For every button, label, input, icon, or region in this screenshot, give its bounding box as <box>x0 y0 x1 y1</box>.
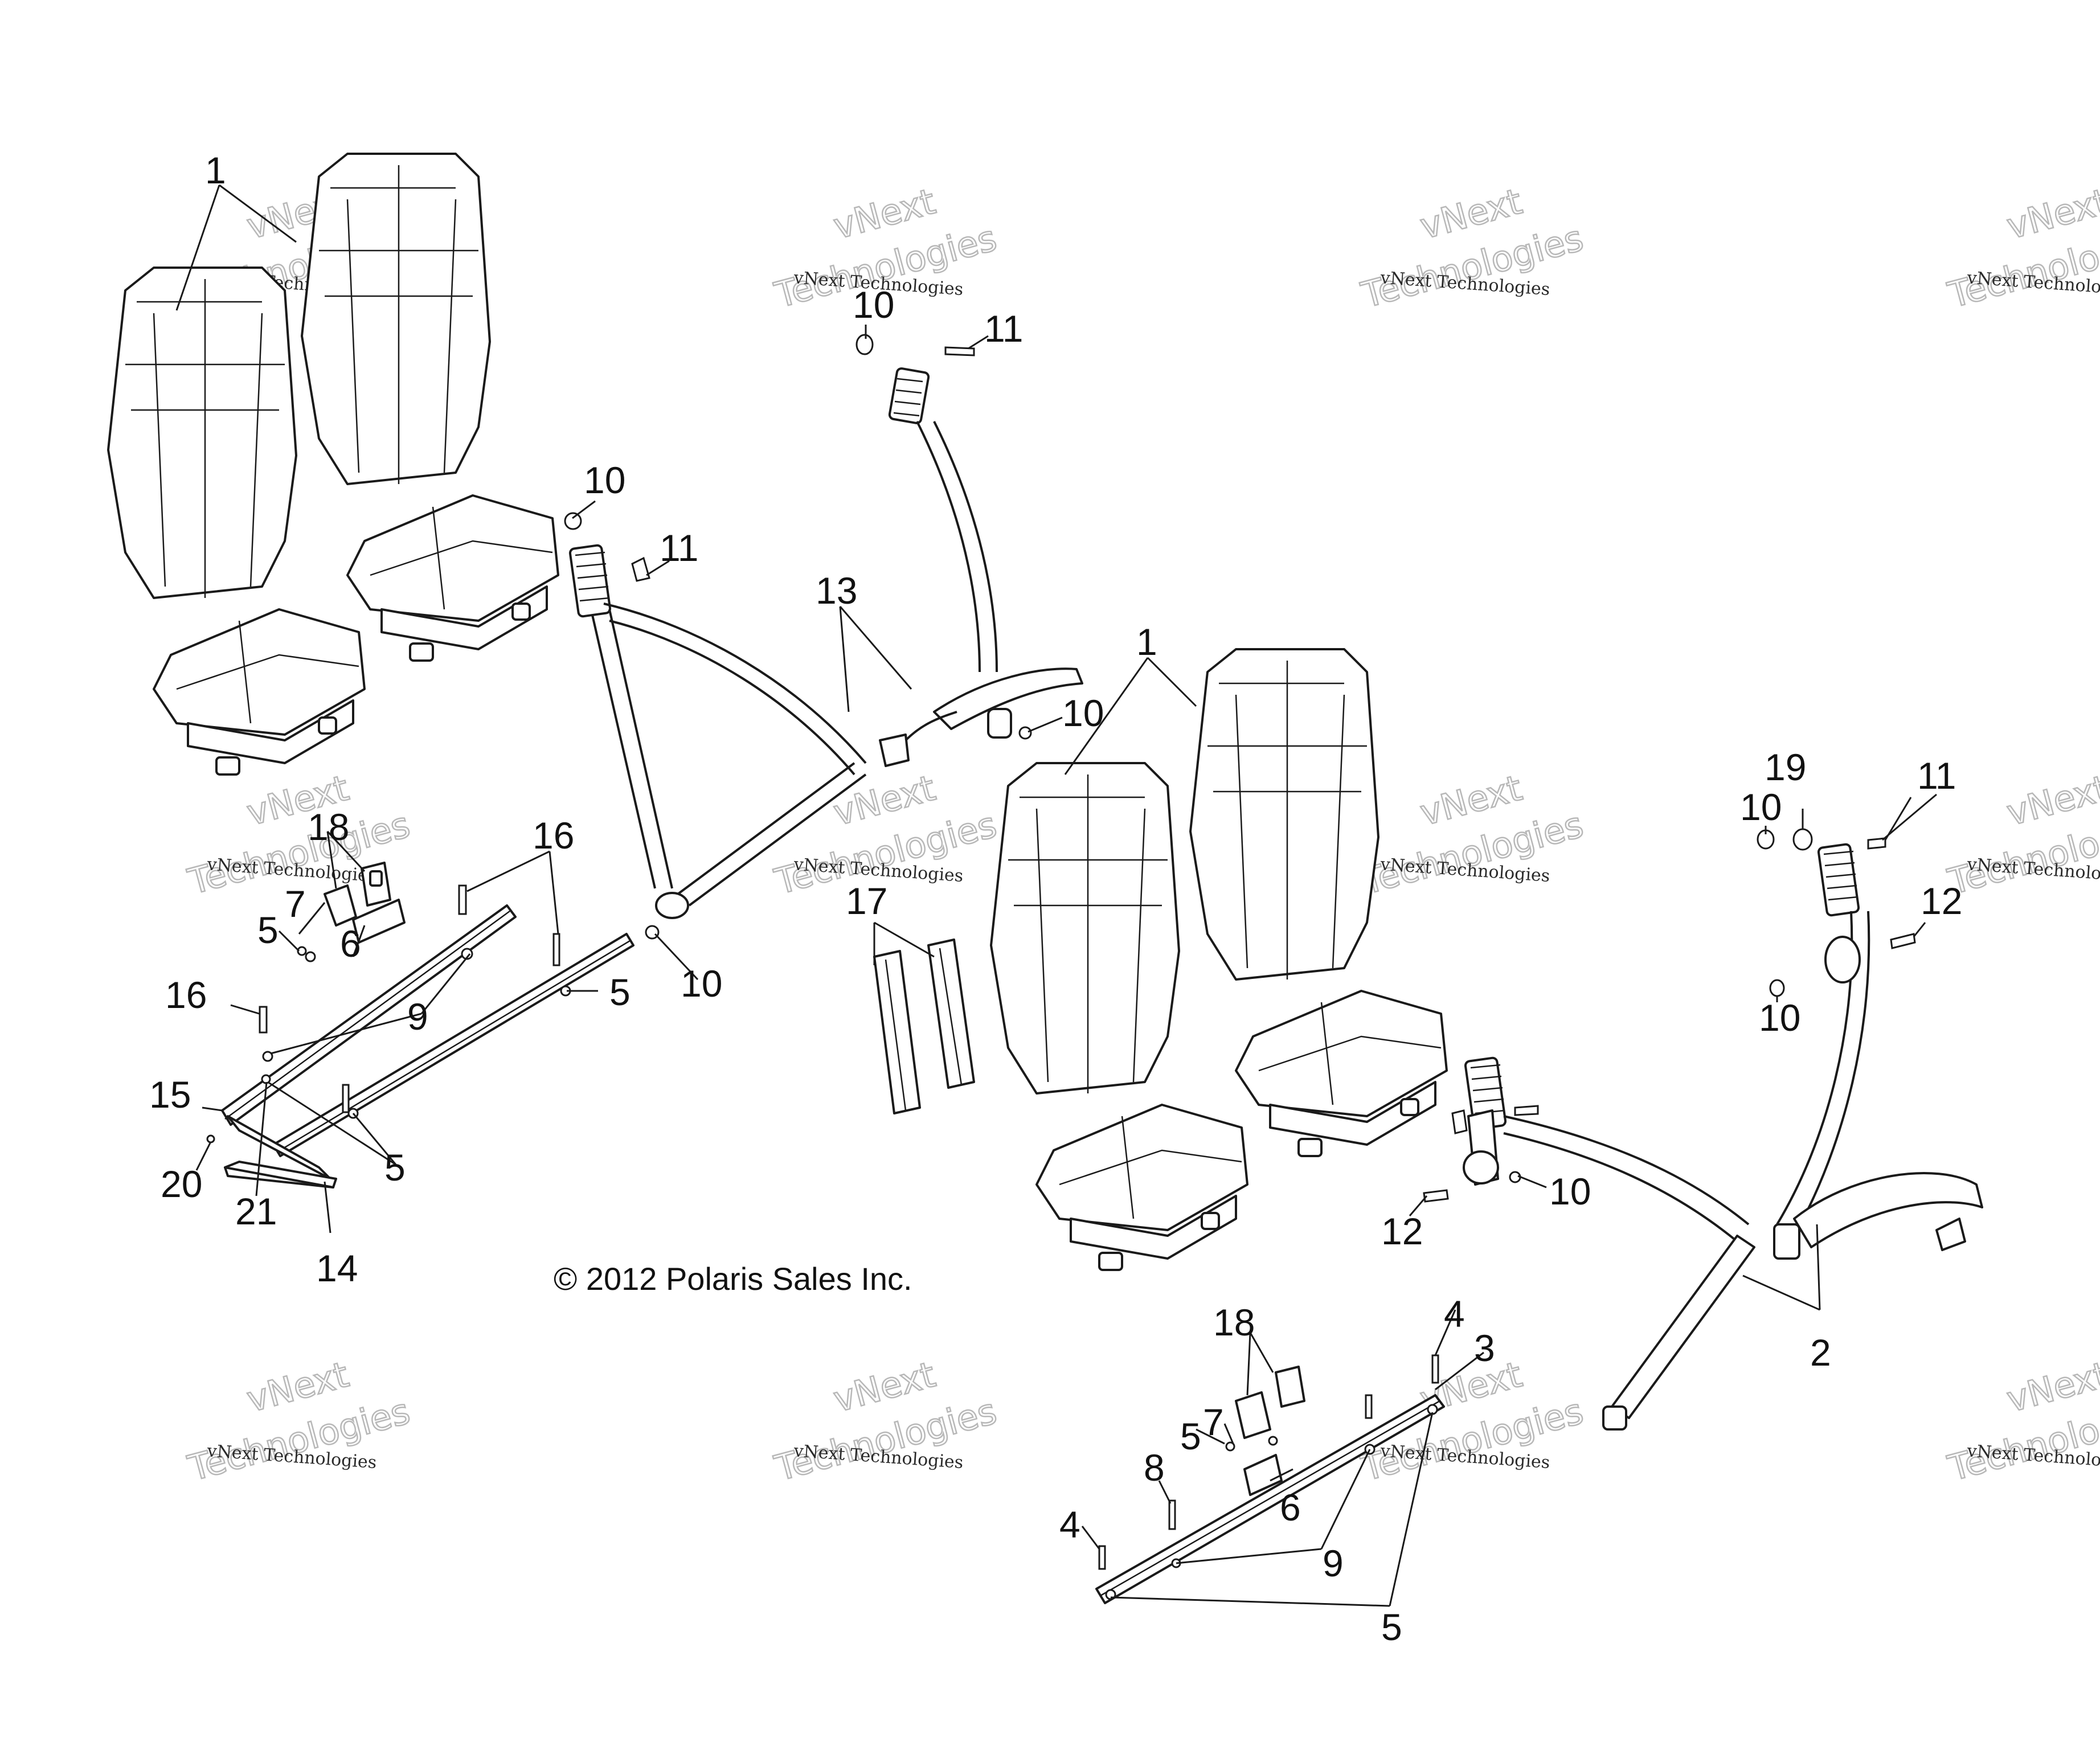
leader-lines <box>175 184 1937 1607</box>
watermark: vNext Technologies vNext Technologies <box>1943 1353 2100 1490</box>
callout-6: 6 <box>1280 1486 1301 1528</box>
knee-pads-17 <box>873 938 975 1114</box>
callout-13: 13 <box>816 569 857 612</box>
callout-4: 4 <box>1059 1503 1080 1546</box>
watermark: vNext Technologies vNext Technologies <box>183 1353 415 1490</box>
callout-10: 10 <box>1549 1170 1591 1212</box>
callout-18: 18 <box>308 806 349 848</box>
seatbelt-assembly-13 <box>568 367 1083 919</box>
watermark-word1: vNext <box>2003 181 2100 247</box>
callout-5: 5 <box>257 909 279 951</box>
callout-10: 10 <box>1740 786 1782 828</box>
watermark: vNext Technologies vNext Technologies <box>1943 179 2100 317</box>
seatbelt-assembly-2 <box>1463 843 1983 1431</box>
callout-11: 11 <box>984 308 1024 350</box>
callout-14: 14 <box>316 1247 358 1289</box>
callout-5: 5 <box>609 971 631 1013</box>
callout-11: 11 <box>1917 755 1956 797</box>
callout-7: 7 <box>285 883 306 925</box>
seat-rear-right <box>1189 648 1448 1157</box>
callout-8: 8 <box>1144 1446 1165 1489</box>
callout-10: 10 <box>1062 692 1104 734</box>
callout-1: 1 <box>1136 621 1157 663</box>
callout-19: 19 <box>1765 746 1806 788</box>
callout-9: 9 <box>407 995 428 1038</box>
callout-10: 10 <box>1759 997 1800 1039</box>
callout-5: 5 <box>384 1146 406 1188</box>
callout-6: 6 <box>340 923 361 965</box>
watermark: vNext Technologies vNext Technologies <box>1356 766 1588 903</box>
callout-21: 21 <box>235 1190 277 1232</box>
watermark: vNext Technologies vNext Technologies <box>769 1353 1001 1490</box>
callout-4: 4 <box>1444 1293 1465 1335</box>
callout-9: 9 <box>1323 1542 1344 1584</box>
callout-12: 12 <box>1381 1210 1423 1252</box>
callout-10: 10 <box>853 284 894 326</box>
fasteners <box>206 334 1916 1600</box>
callout-16: 16 <box>165 974 207 1016</box>
seat-rail-left <box>221 862 634 1188</box>
callout-5: 5 <box>1180 1415 1201 1457</box>
callout-11: 11 <box>660 527 699 569</box>
callout-7: 7 <box>1203 1401 1224 1443</box>
watermark-word1: vNext <box>2003 767 2100 834</box>
callouts: 1 1 2 3 4 4 5 5 5 5 5 6 6 7 7 8 9 9 10 1… <box>149 149 1962 1648</box>
callout-2: 2 <box>1810 1331 1831 1374</box>
callout-5: 5 <box>1381 1606 1402 1648</box>
callout-1: 1 <box>205 149 226 191</box>
callout-15: 15 <box>149 1073 191 1116</box>
seat-rail-right <box>1095 1366 1445 1604</box>
seat-rear-left <box>301 153 559 662</box>
callout-18: 18 <box>1213 1301 1255 1343</box>
callout-12: 12 <box>1921 880 1962 922</box>
copyright-notice: © 2012 Polaris Sales Inc. <box>554 1261 912 1297</box>
callout-16: 16 <box>533 814 574 856</box>
watermark: vNext Technologies vNext Technologies <box>1943 766 2100 903</box>
callout-10: 10 <box>584 459 625 501</box>
callout-3: 3 <box>1474 1327 1495 1369</box>
watermark: vNext Technologies vNext Technologies <box>1356 179 1588 317</box>
callout-17: 17 <box>846 880 887 922</box>
callout-10: 10 <box>681 962 722 1005</box>
watermark-word1: vNext <box>2003 1354 2100 1420</box>
callout-20: 20 <box>161 1163 202 1205</box>
